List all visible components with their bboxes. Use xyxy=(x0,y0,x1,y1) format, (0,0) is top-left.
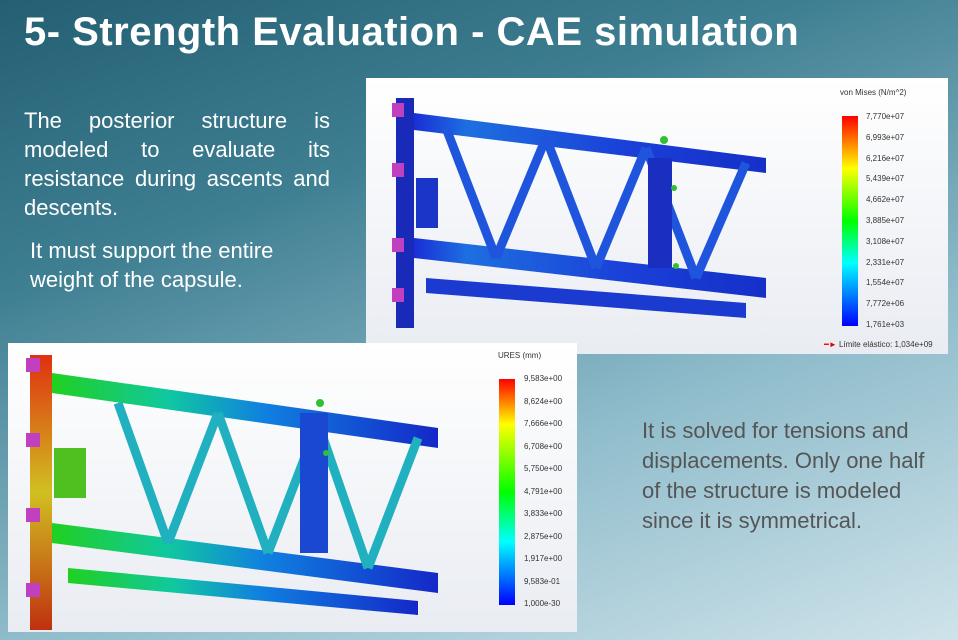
stress-diagonals xyxy=(441,126,751,280)
displacement-simulation-image: URES (mm) 9,583e+00 8,624e+00 7,666e+00 6,7… xyxy=(8,343,577,632)
legend-tick-label: 6,993e+07 xyxy=(866,132,905,142)
legend-tick-label: 7,770e+07 xyxy=(866,112,905,121)
displacement-fixture-arrows xyxy=(26,358,40,597)
legend-tick-label: 3,833e+00 xyxy=(524,509,563,518)
paragraph-weight: It must support the entire weight of the… xyxy=(30,238,274,292)
legend-tick-label: 1,000e-30 xyxy=(524,599,561,608)
legend-tick-label: 1,554e+07 xyxy=(866,278,905,288)
legend-tick-label: 2,875e+00 xyxy=(524,531,563,541)
legend-tick-label: 7,772e+06 xyxy=(866,299,905,309)
stress-lower-rail xyxy=(426,278,746,318)
displacement-lower-rail xyxy=(68,568,418,615)
legend-tick-label: 6,216e+07 xyxy=(866,153,905,163)
paragraph-modeling: The posterior structure is modeled to ev… xyxy=(24,108,330,220)
yield-limit-label: Límite elástico: 1,034e+09 xyxy=(838,340,933,349)
paragraph-solution: It is solved for tensions and displaceme… xyxy=(642,418,925,533)
stress-color-bar xyxy=(842,116,858,326)
stress-end-plate xyxy=(396,98,414,328)
stress-top-beam xyxy=(414,113,766,173)
displacement-load-markers xyxy=(316,399,329,456)
stress-simulation-image: von Mises (N/m^2) 7,770e+07 6,993e+07 6,21… xyxy=(366,78,948,354)
displacement-side-block xyxy=(54,448,86,498)
legend-tick-label: 3,885e+07 xyxy=(866,216,905,225)
displacement-end-plate xyxy=(30,355,52,630)
displacement-mount-block xyxy=(300,413,328,553)
legend-tick-label: 6,708e+00 xyxy=(524,441,563,451)
legend-tick-label: 1,761e+03 xyxy=(866,320,905,329)
legend-tick-label: 3,108e+07 xyxy=(866,236,905,246)
legend-tick-label: 1,917e+00 xyxy=(524,554,563,563)
displacement-color-bar xyxy=(499,379,515,605)
legend-tick-label: 5,750e+00 xyxy=(524,464,563,473)
stress-legend-title: von Mises (N/m^2) xyxy=(840,88,907,97)
legend-tick-label: 9,583e+00 xyxy=(524,374,563,383)
displacement-structure-render xyxy=(26,355,438,630)
red-arrow-icon: ━► xyxy=(824,340,837,349)
legend-tick-label: 2,331e+07 xyxy=(866,257,905,267)
legend-tick-label: 4,791e+00 xyxy=(524,486,563,496)
stress-structure-render xyxy=(392,98,766,328)
legend-tick-label: 7,666e+00 xyxy=(524,419,563,428)
displacement-top-beam xyxy=(52,373,438,448)
legend-tick-label: 8,624e+00 xyxy=(524,396,563,406)
stress-mount-block xyxy=(648,158,672,268)
legend-tick-label: 5,439e+07 xyxy=(866,174,905,184)
slide-title: 5- Strength Evaluation - CAE simulation xyxy=(24,10,800,54)
stress-load-markers xyxy=(660,136,679,269)
stress-side-block xyxy=(416,178,438,228)
stress-fixture-arrows xyxy=(392,103,404,302)
displacement-bottom-beam xyxy=(52,523,438,593)
legend-tick-label: 9,583e-01 xyxy=(524,576,561,586)
stress-yield-limit: ━► Límite elástico: 1,034e+09 xyxy=(824,340,933,349)
legend-tick-label: 4,662e+07 xyxy=(866,195,905,205)
displacement-legend-title: URES (mm) xyxy=(498,351,542,360)
